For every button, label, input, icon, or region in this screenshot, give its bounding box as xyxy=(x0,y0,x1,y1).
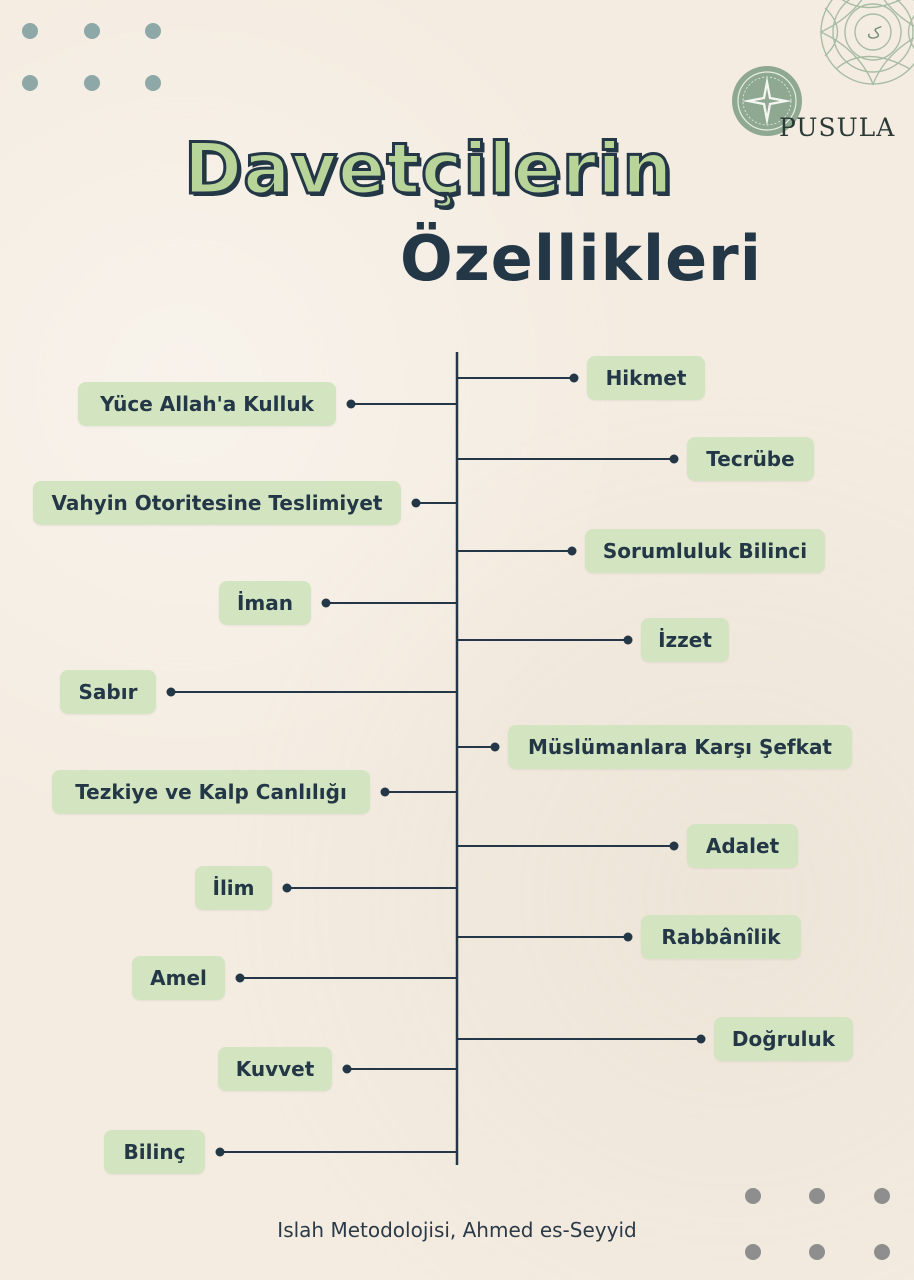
title-line-2: Özellikleri xyxy=(400,222,762,295)
connector-dot xyxy=(696,1034,706,1044)
brand-name: PUSULA xyxy=(779,113,896,142)
svg-text:ک: ک xyxy=(867,23,882,42)
connector-dot xyxy=(215,1147,225,1157)
item-izzet: İzzet xyxy=(641,618,729,662)
dot-icon xyxy=(145,23,161,39)
connector-dot xyxy=(342,1064,352,1074)
connector-dot xyxy=(411,498,421,508)
dot-icon xyxy=(84,23,100,39)
item-vahyin-otoritesine-teslimiyet: Vahyin Otoritesine Teslimiyet xyxy=(33,481,401,525)
footer-citation: Islah Metodolojisi, Ahmed es-Seyyid xyxy=(277,1218,637,1242)
item-adalet: Adalet xyxy=(687,824,798,868)
dot-icon xyxy=(745,1244,761,1260)
connector-dot xyxy=(569,373,579,383)
dot-icon xyxy=(145,75,161,91)
connector-dot xyxy=(490,742,500,752)
connector-dot xyxy=(321,598,331,608)
item-rabbanilik: Rabbânîlik xyxy=(641,915,801,959)
dot-icon xyxy=(874,1188,890,1204)
item-bilinc: Bilinç xyxy=(104,1130,205,1174)
item-amel: Amel xyxy=(132,956,225,1000)
item-sab-r: Sabır xyxy=(60,670,156,714)
dot-icon xyxy=(809,1244,825,1260)
item-kuvvet: Kuvvet xyxy=(218,1047,332,1091)
compass-logo-icon xyxy=(732,66,802,136)
title-line-1: Davetçilerin xyxy=(182,127,674,212)
connector-dot xyxy=(235,973,245,983)
connector-dot xyxy=(669,841,679,851)
connector-dot xyxy=(282,883,292,893)
mandala-icon: ک xyxy=(819,0,914,86)
item-muslumanlara-kars-sefkat: Müslümanlara Karşı Şefkat xyxy=(508,725,852,769)
connector-dot xyxy=(346,399,356,409)
connector-dot xyxy=(669,454,679,464)
item-dogruluk: Doğruluk xyxy=(714,1017,853,1061)
dot-icon xyxy=(745,1188,761,1204)
item-tecrube: Tecrübe xyxy=(687,437,814,481)
item-tezkiye-ve-kalp-canl-l-g: Tezkiye ve Kalp Canlılığı xyxy=(52,770,370,814)
connector-dot xyxy=(623,635,633,645)
item-yuce-allah-a-kulluk: Yüce Allah'a Kulluk xyxy=(78,382,336,426)
dot-icon xyxy=(84,75,100,91)
connector-dot xyxy=(623,932,633,942)
item-iman: İman xyxy=(219,581,311,625)
dot-icon xyxy=(809,1188,825,1204)
item-ilim: İlim xyxy=(195,866,272,910)
dot-icon xyxy=(22,23,38,39)
dot-icon xyxy=(874,1244,890,1260)
connector-dot xyxy=(380,787,390,797)
item-sorumluluk-bilinci: Sorumluluk Bilinci xyxy=(585,529,825,573)
connector-dot xyxy=(567,546,577,556)
connector-dot xyxy=(166,687,176,697)
dot-icon xyxy=(22,75,38,91)
item-hikmet: Hikmet xyxy=(587,356,705,400)
